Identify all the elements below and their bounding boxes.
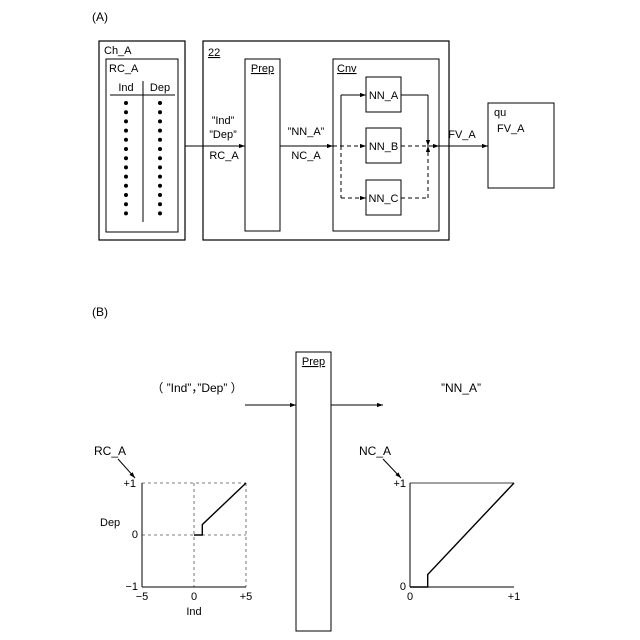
prep-label-b: Prep	[302, 356, 325, 368]
dep-dot	[158, 193, 162, 197]
input-quote-dep: ”Dep”	[209, 129, 237, 141]
nc-a-callout: NC_A	[359, 444, 391, 458]
column-header-dep: Dep	[150, 82, 170, 94]
dep-dot	[158, 211, 162, 215]
ind-dot	[124, 202, 128, 206]
rc-a-xtick-right: +5	[240, 591, 253, 603]
mid-name-nc-a: NC_A	[291, 150, 321, 162]
ind-dot	[124, 175, 128, 179]
rc-a-ylabel: Dep	[100, 517, 120, 529]
ind-dot	[124, 110, 128, 114]
ind-dot	[124, 165, 128, 169]
nc-a-callout-arrow	[383, 459, 401, 478]
prep-label-a: Prep	[251, 63, 274, 75]
rc-a-xtick-mid: 0	[191, 591, 197, 603]
nn-b-label: NN_B	[369, 141, 398, 153]
ind-values-dots	[124, 101, 128, 215]
qu-block: qu FV_A	[488, 103, 554, 188]
ind-dot	[124, 119, 128, 123]
output-text-b: ”NN_A”	[441, 381, 481, 395]
panel-a-label: (A)	[92, 10, 108, 24]
rc-a-callout-arrow	[118, 459, 135, 478]
qu-title: qu	[494, 107, 506, 119]
dep-dot	[158, 110, 162, 114]
dep-dot	[158, 184, 162, 188]
rc-a-chart: RC_A +1 0 −1 Dep −5 0 +5 Ind	[94, 444, 252, 618]
nc-a-ytick-bot: 0	[400, 581, 406, 593]
ind-dot	[124, 184, 128, 188]
block-22: 22	[203, 41, 449, 240]
dep-dot	[158, 175, 162, 179]
block-22-id: 22	[208, 47, 220, 59]
ch-a-title: Ch_A	[104, 45, 132, 57]
qu-value: FV_A	[497, 123, 525, 135]
nc-a-chart: NC_A +1 0 0 +1	[359, 444, 520, 603]
dep-dot	[158, 101, 162, 105]
ch-a-block: Ch_A RC_A Ind Dep	[99, 41, 185, 240]
rc-a-data-line	[194, 483, 246, 535]
input-quote-ind: ”Ind”	[212, 115, 235, 127]
dep-dot	[158, 202, 162, 206]
ind-dot	[124, 156, 128, 160]
nc-a-xtick-right: +1	[508, 591, 521, 603]
column-header-ind: Ind	[118, 82, 133, 94]
dep-dot	[158, 156, 162, 160]
nn-c-label: NN_C	[369, 193, 399, 205]
cnv-block: Cnv NN_A NN_B NN_C	[333, 59, 439, 231]
prep-block-a: Prep	[245, 59, 280, 231]
panel-b-label: (B)	[92, 305, 108, 319]
nc-a-ytick-top: +1	[393, 478, 406, 490]
output-label-fv-a: FV_A	[448, 129, 476, 141]
rc-a-xlabel: Ind	[186, 606, 201, 618]
input-name-rc-a: RC_A	[209, 150, 239, 162]
dep-dot	[158, 165, 162, 169]
mid-quote-nn-a: ”NN_A”	[288, 126, 325, 138]
ind-dot	[124, 138, 128, 142]
rc-a-ytick-mid: 0	[132, 529, 138, 541]
ind-dot	[124, 147, 128, 151]
dep-dot	[158, 119, 162, 123]
dep-values-dots	[158, 101, 162, 215]
ind-dot	[124, 101, 128, 105]
ind-dot	[124, 211, 128, 215]
rc-a-ytick-top: +1	[123, 478, 136, 490]
nc-a-data-line	[410, 483, 514, 587]
ind-dot	[124, 193, 128, 197]
input-text-b: （ ”Ind”，”Dep” ）	[151, 381, 242, 395]
rc-a-table-title: RC_A	[109, 63, 139, 75]
dep-dot	[158, 147, 162, 151]
dep-dot	[158, 138, 162, 142]
dep-dot	[158, 129, 162, 133]
ind-dot	[124, 129, 128, 133]
cnv-label: Cnv	[337, 63, 357, 75]
prep-block-b: Prep	[296, 352, 331, 631]
rc-a-callout: RC_A	[94, 444, 126, 458]
nn-a-label: NN_A	[369, 90, 399, 102]
nc-a-xtick-left: 0	[407, 591, 413, 603]
rc-a-xtick-left: −5	[136, 591, 149, 603]
